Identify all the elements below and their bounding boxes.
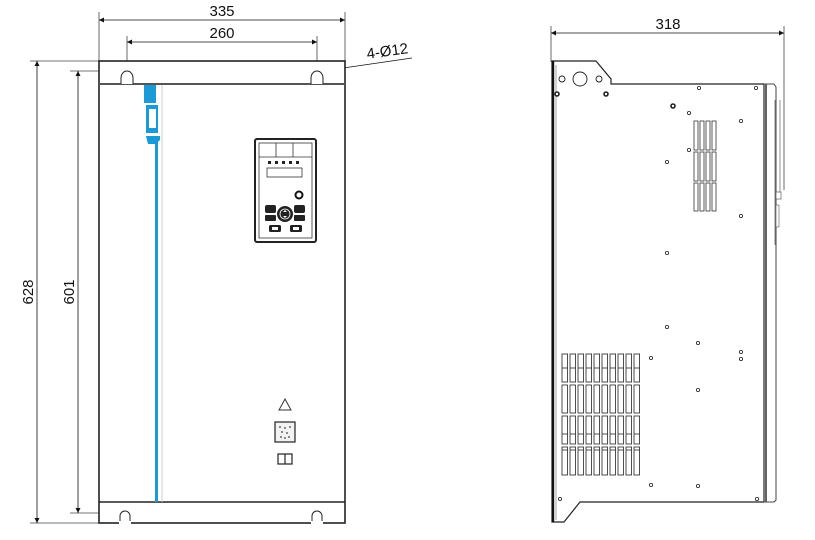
depth-318-label: 318	[655, 16, 680, 33]
lower-vents	[561, 353, 640, 476]
keypad-button	[265, 215, 276, 221]
side-view: 318	[550, 16, 785, 523]
warning-triangle-icon	[278, 397, 292, 411]
keypad	[254, 138, 317, 243]
keypad-button	[294, 205, 305, 213]
dimension-overall-height: 628	[20, 60, 99, 524]
width-260-label: 260	[209, 25, 234, 42]
dimension-overall-width: 335	[98, 3, 346, 62]
screw-holes	[558, 86, 760, 501]
keypad-display	[266, 167, 303, 178]
hole-4x12-label: 4-Ø12	[366, 40, 410, 63]
keypad-knob	[294, 190, 304, 200]
keypad-button	[265, 205, 276, 213]
qr-code-icon	[274, 421, 296, 443]
status-leds	[268, 161, 299, 164]
keypad-button	[294, 215, 305, 221]
upper-vents	[693, 120, 717, 212]
front-view: 335 260 4-Ø12 628 601	[20, 3, 413, 525]
width-335-label: 335	[209, 3, 234, 20]
height-601-label: 601	[61, 279, 78, 304]
manual-book-icon	[277, 453, 293, 465]
dimension-mounting-height: 601	[61, 70, 125, 514]
dimension-overall-depth: 318	[550, 16, 785, 190]
mounting-holes	[554, 71, 676, 109]
front-enclosure	[98, 60, 346, 525]
accent-stripe	[144, 85, 163, 502]
keypad-nav-wheel	[277, 206, 293, 222]
height-628-label: 628	[20, 279, 37, 304]
